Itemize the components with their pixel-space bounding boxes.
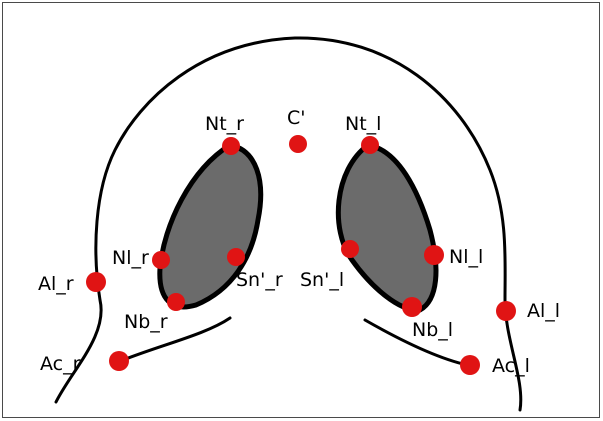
label-ac-r: Ac_r: [40, 353, 81, 375]
landmark-dot-nt-r: [222, 137, 240, 155]
landmark-dot-nb-r: [167, 293, 185, 311]
left-nostril: [338, 145, 436, 310]
landmark-dot-sn-l: [341, 240, 359, 258]
landmark-dot-al-l: [496, 301, 516, 321]
landmark-dot-al-r: [86, 272, 106, 292]
label-nt-r: Nt_r: [205, 113, 244, 135]
label-nt-l: Nt_l: [345, 113, 381, 135]
label-c-prime: C': [287, 107, 306, 129]
label-ac-l: Ac_l: [492, 355, 530, 377]
label-nl-r: Nl_r: [112, 247, 149, 269]
label-al-r: Al_r: [38, 273, 74, 295]
landmark-dot-ac-l: [460, 355, 480, 375]
label-nl-l: Nl_l: [449, 246, 483, 268]
landmark-dot-nb-l: [402, 297, 422, 317]
landmark-dot-c-prime: [289, 135, 307, 153]
landmark-dot-sn-r: [227, 248, 245, 266]
label-sn-l: Sn'_l: [300, 269, 344, 291]
label-nb-l: Nb_l: [412, 319, 453, 341]
landmark-dot-nt-l: [361, 136, 379, 154]
label-nb-r: Nb_r: [124, 311, 168, 333]
landmark-dot-nl-r: [152, 251, 170, 269]
label-sn-r: Sn'_r: [236, 269, 283, 291]
label-al-l: Al_l: [527, 300, 560, 322]
landmark-dot-ac-r: [109, 351, 129, 371]
landmark-dot-nl-l: [424, 245, 444, 265]
